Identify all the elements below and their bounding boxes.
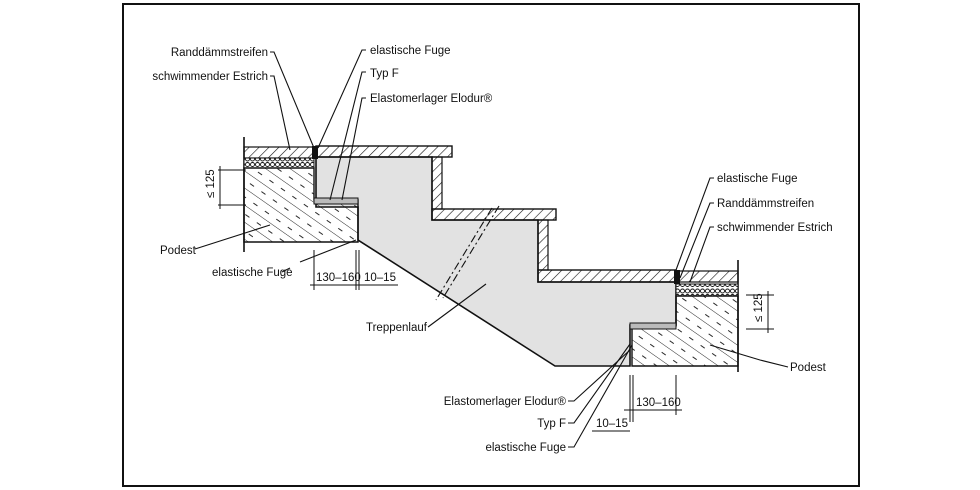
label-podest-right: Podest (790, 362, 827, 374)
label-podest-left: Podest (160, 245, 197, 257)
tread-2 (431, 208, 557, 221)
left-height-dimension: ≤ 125 (205, 169, 217, 198)
left-gap-dimension: 10–15 (364, 272, 396, 284)
label-elastische-fuge-left: elastische Fuge (212, 267, 293, 279)
label-typ-f-top: Typ F (370, 68, 399, 80)
left-support-dimension: 130–160 (316, 272, 361, 284)
label-elastische-fuge-right: elastische Fuge (717, 173, 798, 185)
label-elastomerlager-top: Elastomerlager Elodur® (370, 93, 493, 105)
right-support-dimension: 130–160 (636, 397, 681, 409)
label-treppenlauf: Treppenlauf (366, 322, 428, 334)
leader-lines (194, 49, 789, 448)
label-typ-f-bottom: Typ F (537, 418, 566, 430)
stair-flight-body (315, 156, 677, 367)
riser-2 (537, 219, 549, 271)
right-gap-dimension: 10–15 (596, 418, 628, 430)
tread-3 (537, 269, 677, 283)
label-elastische-fuge-top: elastische Fuge (370, 45, 451, 57)
tread-1 (315, 145, 453, 158)
label-schwimmender-estrich-left: schwimmender Estrich (152, 71, 268, 83)
label-randdaemmstreifen-left: Randdämmstreifen (171, 47, 268, 59)
dimension-left (218, 166, 398, 290)
label-randdaemmstreifen-right: Randdämmstreifen (717, 198, 814, 210)
dimension-right (592, 291, 774, 432)
label-elastomerlager-bottom: Elastomerlager Elodur® (444, 396, 567, 408)
label-elastische-fuge-bottom: elastische Fuge (485, 442, 566, 454)
riser-1 (431, 156, 443, 210)
right-height-dimension: ≤ 125 (753, 293, 765, 322)
drawing-frame (122, 3, 860, 487)
break-line (435, 205, 500, 301)
label-schwimmender-estrich-right: schwimmender Estrich (717, 222, 833, 234)
right-landing (629, 260, 739, 372)
left-landing (243, 137, 359, 252)
